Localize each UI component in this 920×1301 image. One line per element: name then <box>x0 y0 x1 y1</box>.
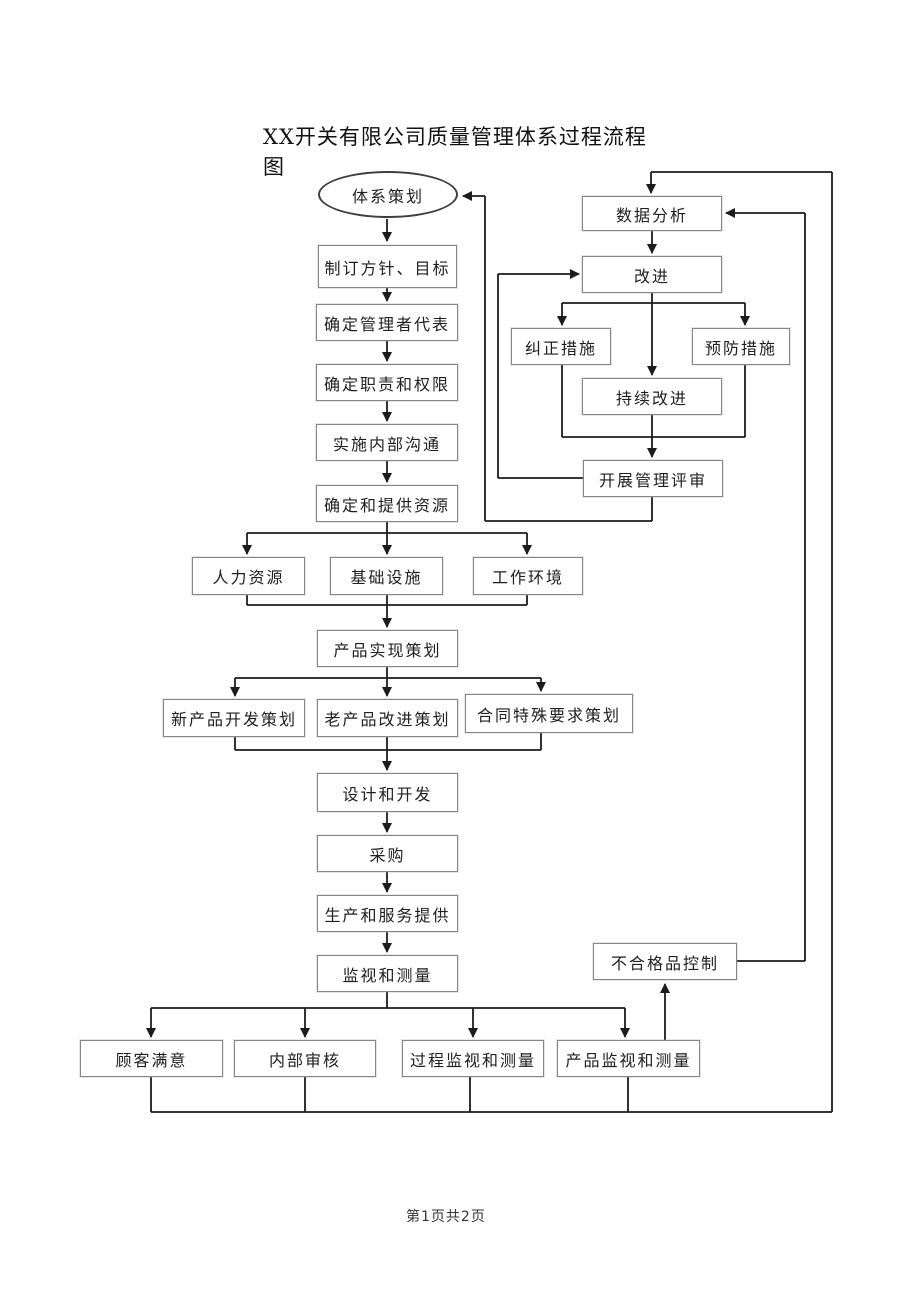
node-process-monitoring: 过程监视和测量 <box>402 1040 544 1077</box>
edge-actions-collector <box>561 365 746 438</box>
node-duties-authority: 确定职责和权限 <box>316 364 458 401</box>
node-internal-audit: 内部审核 <box>234 1040 376 1077</box>
node-internal-comm: 实施内部沟通 <box>316 424 458 461</box>
node-production-service: 生产和服务提供 <box>317 895 458 932</box>
node-new-product-plan: 新产品开发策划 <box>163 699 305 737</box>
edge-nonconforming-dataanalysis <box>726 213 806 962</box>
node-human-resources: 人力资源 <box>192 557 305 595</box>
page-title-line2: 图 <box>263 155 285 179</box>
node-management-review: 开展管理评审 <box>583 460 723 497</box>
node-preventive-action: 预防措施 <box>692 328 790 365</box>
node-set-policy: 制订方针、目标 <box>318 245 457 288</box>
node-continuous-improve: 持续改进 <box>582 378 722 415</box>
node-infrastructure: 基础设施 <box>330 557 443 595</box>
edge-productplan-splitter <box>235 667 541 679</box>
page-title-line1: XX开关有限公司质量管理体系过程流程 <box>263 125 647 149</box>
page-number: 第1页共2页 <box>406 1209 486 1225</box>
node-product-monitoring: 产品监视和测量 <box>557 1040 700 1077</box>
edge-resources-splitter <box>247 522 527 534</box>
node-nonconforming-ctrl: 不合格品控制 <box>593 943 737 980</box>
node-provide-resources: 确定和提供资源 <box>316 485 458 522</box>
edge-planning-merge <box>234 733 542 751</box>
node-monitor-measure: 监视和测量 <box>317 955 458 992</box>
node-design-dev: 设计和开发 <box>317 773 458 812</box>
edge-review-planning <box>463 196 653 522</box>
node-improvement: 改进 <box>582 256 722 293</box>
node-customer-satisfaction: 顾客满意 <box>80 1040 223 1077</box>
edge-review-improve <box>497 274 583 479</box>
node-data-analysis: 数据分析 <box>582 196 722 231</box>
node-purchasing: 采购 <box>317 835 458 872</box>
node-product-planning: 产品实现策划 <box>317 630 458 667</box>
node-old-product-plan: 老产品改进策划 <box>317 699 458 737</box>
node-system-planning: 体系策划 <box>318 171 458 218</box>
node-corrective-action: 纠正措施 <box>511 328 611 365</box>
edge-bottom-collector-loop <box>150 171 833 1113</box>
edge-monitor-distributor <box>151 992 625 1009</box>
node-contract-plan: 合同特殊要求策划 <box>465 694 633 733</box>
node-work-environment: 工作环境 <box>473 557 583 595</box>
node-management-rep: 确定管理者代表 <box>316 304 458 341</box>
page-title: XX开关有限公司质量管理体系过程流程 图 <box>263 122 683 182</box>
